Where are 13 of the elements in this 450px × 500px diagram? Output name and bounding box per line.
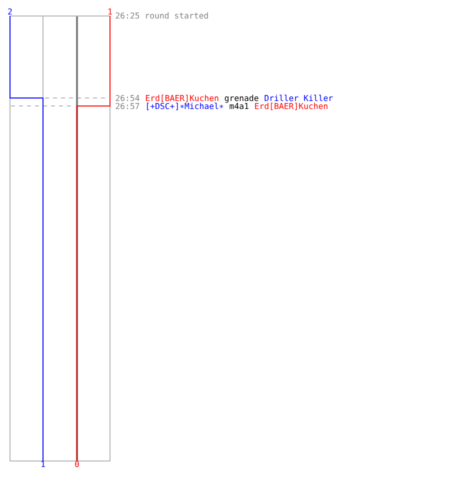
player-name: Erd[BAER]Kuchen: [146, 94, 218, 102]
count-label: 0: [75, 460, 79, 468]
weapon-name: grenade: [224, 94, 258, 103]
player-name: Driller Killer: [264, 94, 333, 102]
count-label: 2: [8, 8, 12, 14]
weapon-name: m4a1: [230, 103, 248, 110]
timestamp: 26:57: [116, 102, 140, 110]
count-label: 1: [42, 461, 45, 467]
event-text: 26:25 round started: [116, 12, 208, 19]
player-name: [+DSC+]∗Michael∗: [147, 102, 224, 110]
timestamp: 26:54: [116, 94, 140, 102]
count-label: 1: [108, 8, 112, 14]
player-name: Erd[BAER]Kuchen: [255, 102, 328, 110]
